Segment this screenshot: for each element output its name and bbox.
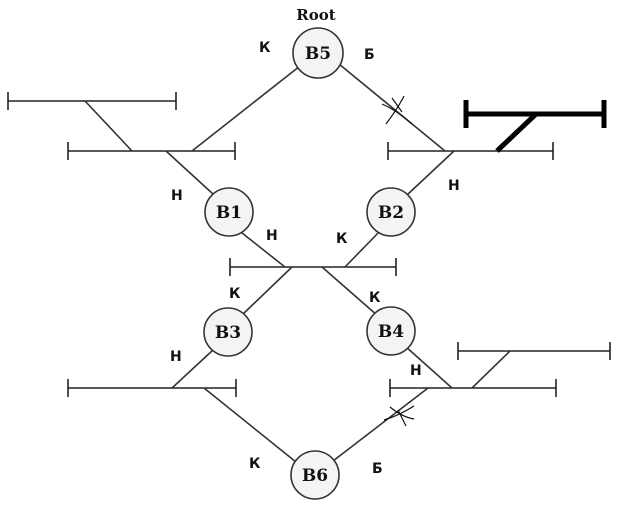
link-b6-left: [203, 387, 297, 463]
link-top-left-buses: [84, 100, 133, 152]
link-b2-up: [406, 150, 455, 196]
link-b5-left: [191, 65, 301, 152]
port-b2-up: Н: [448, 178, 460, 194]
port-b3-up: К: [229, 286, 241, 302]
bridge-b5-label: B5: [305, 44, 331, 64]
link-b4-down: [404, 345, 453, 389]
root-label: Root: [296, 6, 335, 24]
port-b5-right: Б: [364, 47, 375, 63]
bridge-b3-label: B3: [215, 323, 241, 343]
bridge-b5[interactable]: B5: [292, 27, 344, 79]
bus-top-right-lower: [387, 142, 554, 160]
port-b6-right: Б: [372, 461, 383, 477]
bus-middle: [229, 258, 397, 276]
bus-bottom-left: [67, 379, 237, 397]
link-b2-down: [344, 229, 382, 268]
port-b5-left: К: [259, 40, 271, 56]
blocked-mark-bottom: [383, 405, 415, 427]
port-b4-up: К: [369, 290, 381, 306]
link-b4-up: [321, 266, 379, 317]
bridge-b6[interactable]: B6: [290, 450, 340, 500]
link-b5-right: [338, 63, 446, 152]
port-b1-up: Н: [171, 188, 183, 204]
bridge-b4-label: B4: [378, 322, 404, 342]
port-b4-down: Н: [410, 363, 422, 379]
bus-top-left-upper: [7, 92, 177, 110]
link-b3-up: [241, 266, 293, 316]
link-b6-right: [332, 387, 429, 462]
port-b3-down: Н: [170, 349, 182, 365]
blocked-mark-top: [381, 95, 413, 125]
link-b1-up: [165, 150, 214, 195]
bridge-b6-label: B6: [302, 466, 328, 486]
bridge-b1[interactable]: B1: [204, 187, 254, 237]
bridge-b2[interactable]: B2: [366, 187, 416, 237]
port-b6-left: К: [249, 456, 261, 472]
bridge-b3[interactable]: B3: [203, 307, 253, 357]
bus-bottom-right-upper: [457, 342, 611, 360]
link-b3-down: [171, 349, 214, 389]
port-b2-down: К: [336, 231, 348, 247]
link-b1-down: [236, 228, 286, 268]
bridge-b1-label: B1: [216, 203, 242, 223]
link-bottom-right-buses: [471, 350, 511, 389]
bridge-b2-label: B2: [378, 203, 404, 223]
bridge-b4[interactable]: B4: [366, 306, 416, 356]
bus-top-right-bold: [463, 100, 607, 153]
port-b1-down: Н: [266, 228, 278, 244]
bus-top-left-lower: [67, 142, 236, 160]
